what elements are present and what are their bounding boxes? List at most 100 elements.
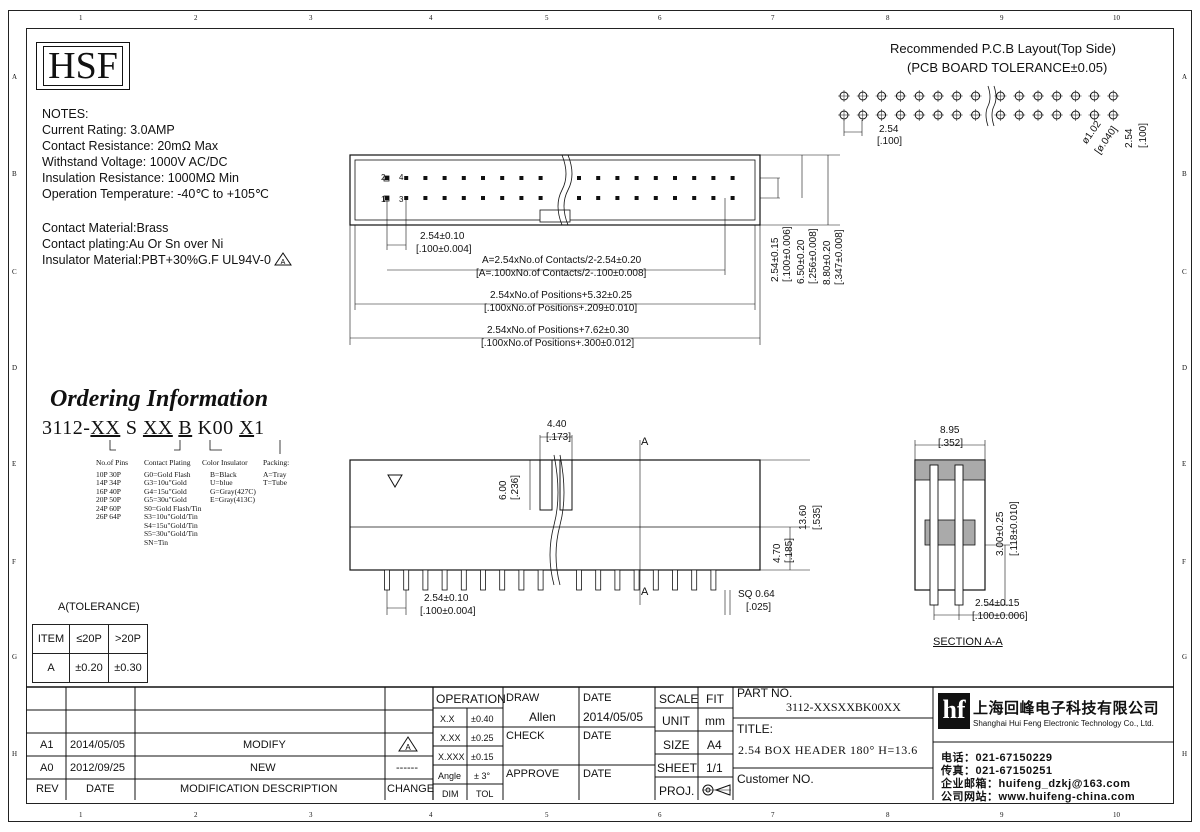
dim-c-in: [.100xNo.of Positions+.300±0.012] (481, 338, 635, 349)
sheet-label: SHEET (657, 761, 698, 775)
note-temperature: Operation Temperature: -40℃ to +105℃ (42, 187, 269, 201)
top-view-drawing (349, 154, 840, 345)
section-view-drawing (914, 440, 1020, 620)
zone-number: 3 (309, 811, 313, 819)
zone-letter: C (12, 268, 17, 276)
latch-slot (559, 459, 573, 511)
break-line (555, 454, 565, 586)
section-pitch-in: [.100±0.006] (972, 611, 1028, 622)
side-pin (441, 569, 448, 591)
side-pin (518, 569, 525, 591)
rev-row-rev: A0 (40, 762, 54, 774)
zone-number: 7 (771, 811, 775, 819)
tolerance-title: A(TOLERANCE) (58, 601, 140, 613)
pcb-layout-drawing (838, 85, 1120, 136)
pins-row: 16P 40P (96, 486, 121, 496)
plating-option: S3=10u"Gold/Tin (144, 512, 198, 521)
note-insulator-material: Insulator Material:PBT+30%G.F UL94V-0 A (42, 252, 293, 268)
pin (385, 176, 389, 180)
size-value: A4 (707, 738, 722, 752)
part-value: 3112-XXSXXBK00XX (786, 700, 901, 714)
zone-number: 6 (658, 811, 662, 819)
zone-letter: G (1182, 653, 1188, 661)
pin (692, 196, 697, 200)
pin (596, 176, 601, 180)
pin (538, 196, 543, 200)
section-pitch: 2.54±0.15 (975, 598, 1020, 609)
pin (442, 176, 447, 180)
side-pin (499, 569, 506, 591)
zone-letter: E (12, 460, 17, 468)
drawing-frame (8, 10, 1192, 822)
draw-label: DRAW (506, 692, 540, 704)
top-pitch-dim: 2.54±0.10 (420, 231, 465, 242)
zone-number: 9 (1000, 14, 1004, 22)
zone-number: 4 (429, 811, 433, 819)
latch-slot (539, 459, 553, 511)
rev-mark-text: A (281, 259, 286, 266)
side-view-drawing (349, 435, 810, 615)
rev-header-desc: MODIFICATION DESCRIPTION (180, 783, 338, 795)
tol-key: Angle (438, 771, 462, 781)
tol-key: X.X (440, 714, 455, 724)
side-pin (422, 569, 429, 591)
break-line (991, 85, 997, 127)
packing-option: T=Tube (263, 478, 287, 487)
plating-option: G4=15u"Gold (144, 486, 187, 496)
plating-option: G3=10u"Gold (144, 478, 187, 487)
code-part-plating: XX (142, 417, 173, 439)
pin (730, 196, 735, 200)
pin (711, 176, 716, 180)
zone-letter: D (1182, 364, 1188, 372)
note-insulation: Insulation Resistance: 1000MΩ Min (42, 171, 239, 185)
unit-label: UNIT (662, 714, 690, 728)
pins-row: 10P 30P (96, 469, 121, 479)
side-pin (710, 569, 717, 591)
company-fax: 传真：021-67150251 (941, 765, 1053, 777)
color-option: E=Gray(413C) (210, 495, 256, 504)
plating-option: S4=15u"Gold/Tin (144, 520, 198, 530)
note-current: Current Rating: 3.0AMP (42, 123, 175, 137)
tol-row-gt20: ±0.30 (108, 653, 148, 683)
packing-option: A=Tray (263, 469, 287, 479)
zone-letter: A (12, 73, 18, 81)
revision-triangle-icon: A (274, 252, 293, 266)
tol-header-gt20: >20P (108, 624, 148, 654)
rev-header-change: CHANGE (387, 783, 435, 795)
pin (653, 176, 658, 180)
break-line (563, 154, 573, 226)
pin (461, 176, 466, 180)
zone-letter: H (12, 750, 18, 758)
pin (634, 196, 639, 200)
code-part-suffix: 1 (254, 417, 265, 439)
pins-column: No.of Pins 10P 30P 14P 34P 16P 40P 20P 5… (96, 458, 128, 522)
rev-row-change: ------ (396, 762, 418, 774)
zone-letter: B (12, 170, 17, 178)
side-pin (480, 569, 486, 591)
zone-number: 1 (79, 14, 83, 22)
side-pin (633, 569, 640, 591)
pin (615, 196, 620, 200)
pcb-pitch: 2.54 (879, 124, 899, 135)
pin-1-marker (383, 175, 390, 182)
zone-number: 4 (429, 14, 433, 22)
revision-triangle-icon: A (398, 736, 418, 752)
note-voltage: Withstand Voltage: 1000V AC/DC (42, 155, 228, 169)
rev-header-date: DATE (86, 783, 115, 795)
zone-number: 2 (194, 811, 198, 819)
pin (615, 176, 620, 180)
pin-label-3: 3 (399, 195, 404, 204)
company-name-en: Shanghai Hui Feng Electronic Technology … (973, 719, 1154, 728)
side-sq: SQ 0.64 (738, 589, 775, 600)
operation-label: OPERATION (436, 692, 506, 706)
notes-heading: NOTES: (42, 107, 89, 121)
pin (519, 176, 524, 180)
company-web: 公司网站：www.huifeng-china.com (941, 791, 1136, 803)
pin-1-triangle (387, 474, 403, 488)
company-tel: 电话：021-67150229 (941, 752, 1053, 764)
pins-row: 14P 34P (96, 478, 121, 487)
check-date-label: DATE (583, 730, 612, 742)
section-width: 8.95 (940, 425, 960, 436)
section-mark-bottom: A (641, 586, 649, 598)
